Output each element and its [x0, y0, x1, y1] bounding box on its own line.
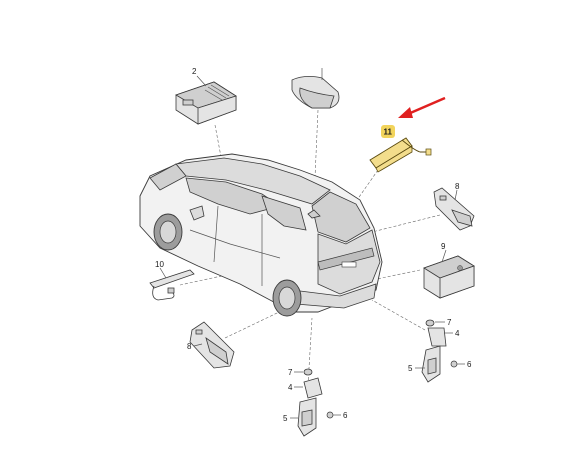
bracket-right-leaders — [415, 321, 465, 369]
callout-7-right: 7 — [447, 318, 452, 327]
callout-6-bottom: 6 — [343, 411, 348, 420]
part-control-module-2[interactable] — [175, 81, 237, 125]
callout-7-bottom: 7 — [288, 368, 293, 377]
callout-badge-11: 11 — [381, 125, 395, 138]
part-control-unit-9[interactable] — [423, 255, 475, 299]
callout-4-right: 4 — [455, 329, 460, 338]
callout-2: 2 — [192, 67, 197, 76]
part-roof-antenna[interactable] — [291, 68, 340, 109]
leader-9 — [441, 249, 447, 263]
car-illustration — [139, 153, 383, 317]
leader-2 — [196, 75, 207, 87]
callout-8-left: 8 — [187, 342, 192, 351]
part-connector-8-left[interactable] — [189, 321, 235, 369]
callout-4-bottom: 4 — [288, 383, 293, 392]
callout-6-right: 6 — [467, 360, 472, 369]
bracket-assembly-right[interactable] — [421, 319, 458, 383]
bracket-bottom-leaders — [290, 371, 341, 419]
leader-8-left — [193, 343, 203, 347]
callout-10: 10 — [155, 260, 164, 269]
part-antenna-amplifier-11[interactable] — [369, 137, 432, 173]
leader-10 — [159, 267, 167, 279]
callout-5-right: 5 — [408, 364, 413, 373]
callout-8-right: 8 — [455, 182, 460, 191]
part-connector-8-right[interactable] — [433, 187, 475, 231]
callout-9: 9 — [441, 242, 446, 251]
leader-8-right — [454, 189, 458, 201]
callout-11: 11 — [384, 128, 393, 137]
red-arrow-indicator — [398, 96, 446, 118]
bracket-assembly-bottom[interactable] — [297, 368, 334, 437]
callout-5-bottom: 5 — [283, 414, 288, 423]
part-antenna-strip-10[interactable] — [149, 269, 195, 301]
